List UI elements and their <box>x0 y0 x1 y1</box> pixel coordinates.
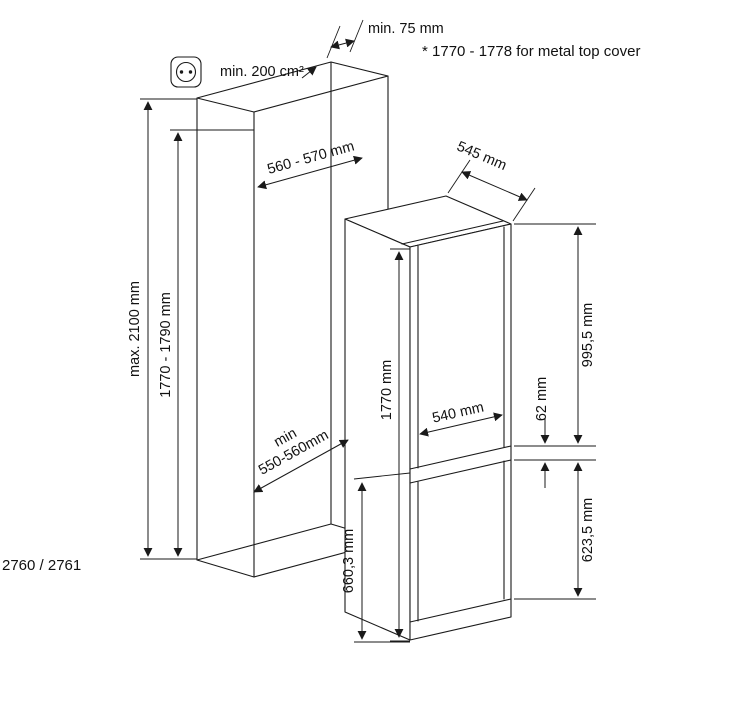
niche-top-edge <box>253 75 389 113</box>
label-appliance-height: 1770 mm <box>379 360 395 420</box>
dim-max-height: max. 2100 mm <box>127 98 197 560</box>
dim-niche-depth: min 550-560mm <box>253 425 349 493</box>
model-number: 2760 / 2761 <box>2 557 81 574</box>
label-max-height: max. 2100 mm <box>127 281 143 377</box>
label-niche-height: 1770 - 1790 mm <box>158 292 174 398</box>
dim-top-gap: min. 75 mm <box>326 19 444 59</box>
dim-lower-door: 623,5 mm <box>514 462 596 600</box>
dim-ventilation: min. 200 cm² <box>220 64 317 80</box>
label-lower-door: 623,5 mm <box>580 498 596 562</box>
label-door-gap: 62 mm <box>534 377 550 421</box>
lower-door-bottom <box>409 598 512 623</box>
door-gap-bottom <box>409 459 512 484</box>
appliance-front-face <box>409 223 512 641</box>
appliance-drawing <box>344 195 512 641</box>
dim-niche-height: 1770 - 1790 mm <box>158 129 254 557</box>
dim-freezer-height: 660,3 mm <box>341 472 411 643</box>
top-cover-note: * 1770 - 1778 for metal top cover <box>422 43 640 60</box>
label-freezer-height: 660,3 mm <box>341 529 357 593</box>
dim-door-gap: 62 mm <box>514 377 596 488</box>
label-appliance-depth: 545 mm <box>454 139 508 174</box>
power-outlet-icon <box>170 56 202 88</box>
dim-niche-width: 560 - 570 mm <box>257 138 363 190</box>
label-top-gap: min. 75 mm <box>368 21 444 37</box>
dim-appliance-height: 1770 mm <box>379 248 410 642</box>
door-gap-top <box>409 445 512 470</box>
dim-upper-door: 995,5 mm <box>514 223 596 447</box>
label-upper-door: 995,5 mm <box>580 303 596 367</box>
niche-back-panel <box>196 61 332 561</box>
label-ventilation: min. 200 cm² <box>220 64 304 80</box>
